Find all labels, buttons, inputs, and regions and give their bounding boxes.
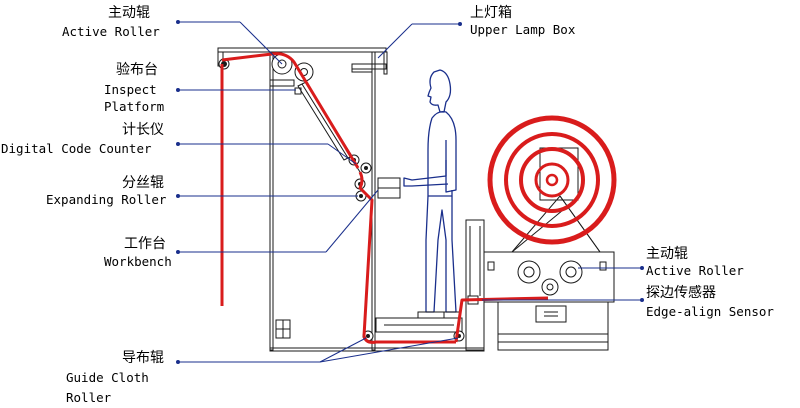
label-edge-align-sensor: 探边传感器 Edge-align Sensor [646,284,774,319]
label-cn: 验布台 [116,62,158,78]
leader-lines [176,20,644,364]
label-en: Edge-align Sensor [646,304,774,319]
label-en: Expanding Roller [46,192,167,207]
label-en-line1: Guide Cloth [66,370,149,385]
upper-lamp-box [351,63,387,73]
cloth-path [220,52,549,344]
cloth-roll [487,115,617,245]
label-en-line2: Roller [66,390,112,405]
label-cn: 主动辊 [108,5,150,21]
label-cn: 计长仪 [122,122,164,138]
label-digital-code-counter: 计长仪 Digital Code Counter [1,122,164,156]
operator-figure [403,69,461,319]
label-upper-lamp-box: 上灯箱 Upper Lamp Box [470,5,576,37]
label-workbench: 工作台 Workbench [104,236,172,269]
label-en-line1: Inspect [104,82,157,97]
label-cn: 导布辊 [122,350,164,366]
machine-frame [217,47,485,352]
label-cn: 分丝辊 [122,175,164,191]
label-active-roller-top: 主动辊 Active Roller [62,5,160,39]
label-en-line2: Platform [104,99,164,114]
label-en: Digital Code Counter [1,141,152,156]
label-inspect-platform: 验布台 Inspect Platform [104,62,164,114]
guide-cloth-rollers [362,311,465,342]
label-cn: 探边传感器 [646,284,716,301]
inspect-platform [294,81,353,161]
label-en: Active Roller [646,263,744,278]
label-en: Active Roller [62,24,160,39]
label-cn: 工作台 [124,236,166,252]
label-expanding-roller: 分丝辊 Expanding Roller [46,175,167,207]
label-en: Upper Lamp Box [470,22,576,37]
label-active-roller-right: 主动辊 Active Roller [646,246,744,278]
label-cn: 主动辊 [646,246,688,262]
label-guide-cloth-roller: 导布辊 Guide Cloth Roller [66,350,164,405]
label-cn: 上灯箱 [470,5,512,21]
right-active-rollers [517,260,583,296]
label-en: Workbench [104,254,172,269]
workbench [377,177,401,199]
